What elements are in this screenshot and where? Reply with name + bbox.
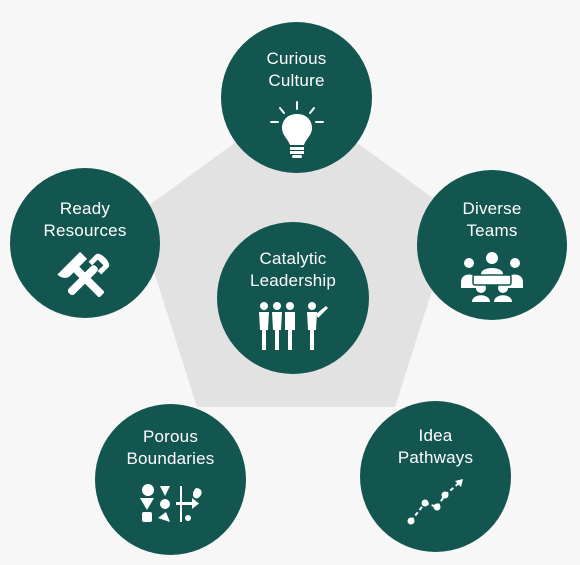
node-idea-pathways: Idea Pathways <box>360 401 511 552</box>
lightbulb-icon <box>269 101 324 158</box>
shapes-passing-barrier-icon <box>139 484 202 522</box>
node-label: Ready Resources <box>43 199 127 240</box>
node-catalytic-leadership: Catalytic Leadership <box>217 222 369 374</box>
node-diverse-teams: Diverse Teams <box>417 170 567 320</box>
node-ready-resources: Ready Resources <box>10 168 160 318</box>
node-label: Diverse Teams <box>462 199 522 240</box>
node-label: Catalytic Leadership <box>249 249 337 290</box>
node-label: Porous Boundaries <box>126 427 215 468</box>
people-pointing-icon <box>259 302 328 350</box>
team-meeting-icon <box>461 252 523 302</box>
trend-arrow-icon <box>407 479 463 525</box>
node-porous-boundaries: Porous Boundaries <box>95 404 246 555</box>
node-label: Idea Pathways <box>397 426 474 467</box>
node-label: Curious Culture <box>266 49 327 90</box>
hammer-wrench-icon <box>57 251 110 297</box>
node-curious-culture: Curious Culture <box>221 22 372 173</box>
